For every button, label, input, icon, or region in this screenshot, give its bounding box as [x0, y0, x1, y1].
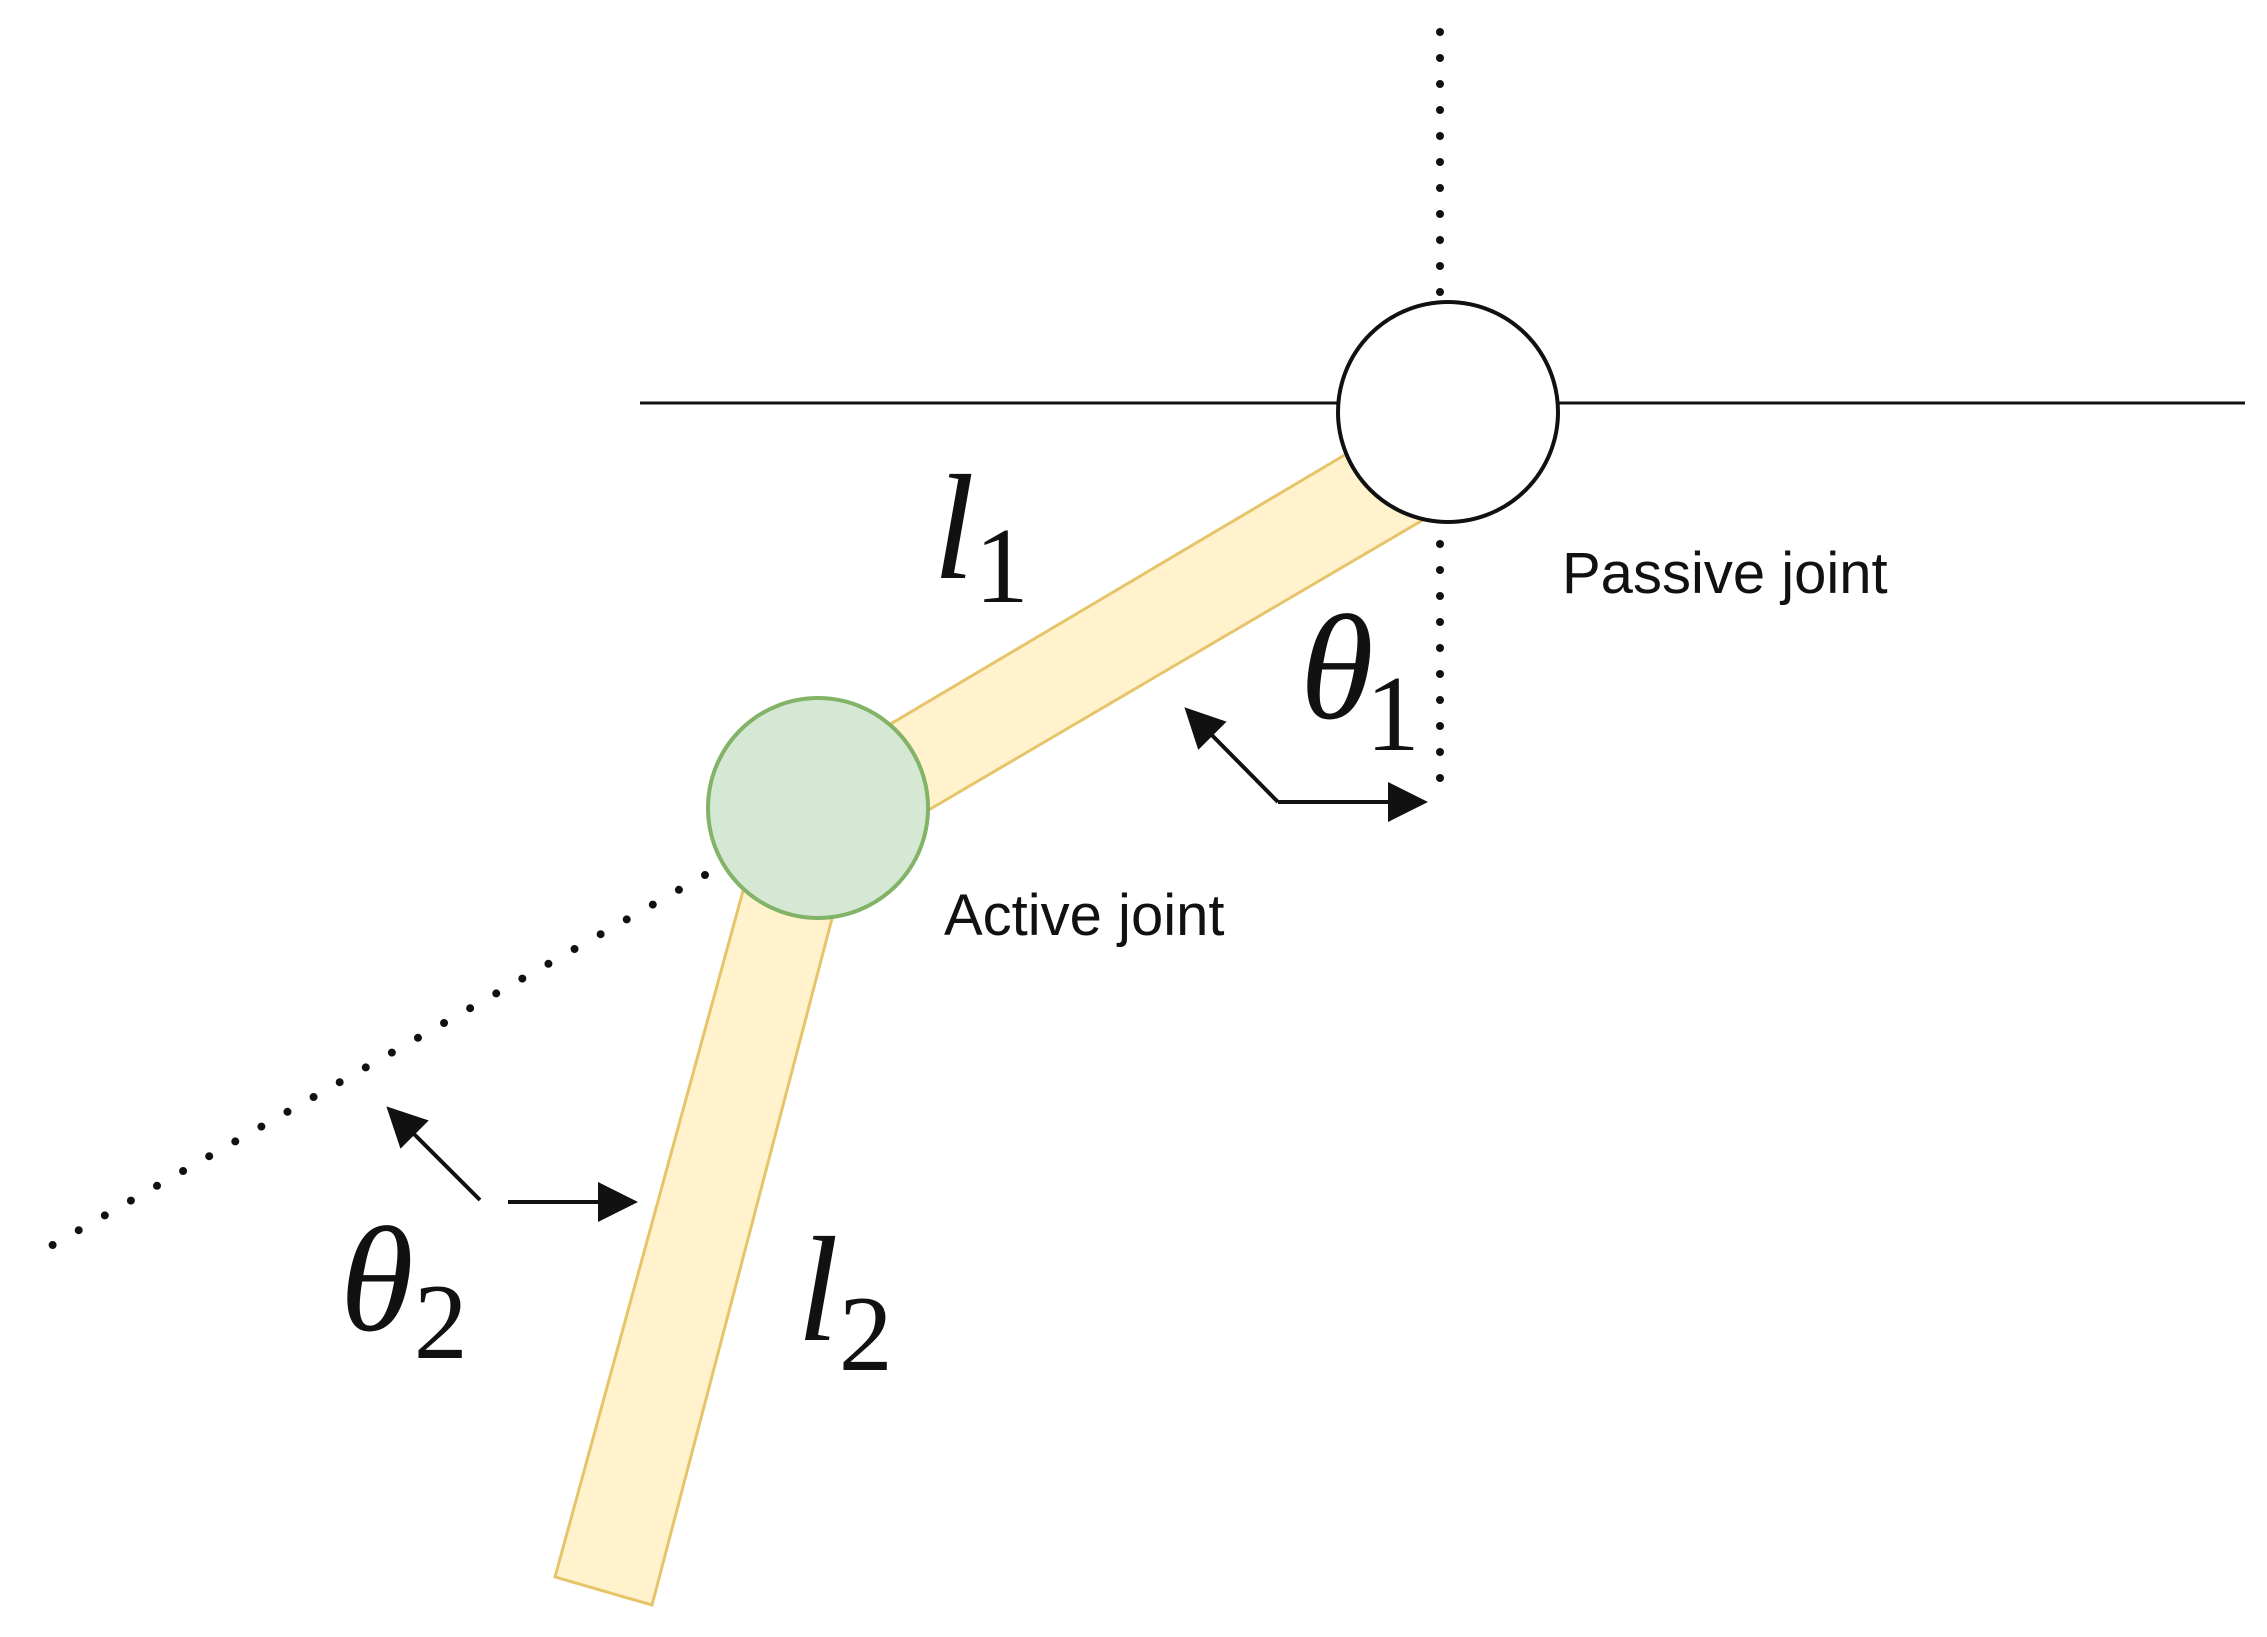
link1-symbol-label: l1	[933, 445, 1029, 626]
link2-subscript: 2	[839, 1275, 893, 1394]
theta2-symbol-label: θ2	[340, 1197, 468, 1382]
theta2-arrow-up	[386, 1106, 482, 1202]
link1-symbol: l	[933, 445, 975, 611]
active-joint-label: Active joint	[944, 883, 1224, 948]
active-joint	[706, 696, 930, 920]
link-2	[553, 878, 836, 1607]
theta1-symbol-label: θ1	[1300, 585, 1420, 774]
link2-symbol-label: l2	[797, 1207, 893, 1394]
link1-subscript: 1	[975, 507, 1029, 626]
theta1-subscript: 1	[1366, 655, 1420, 774]
theta1-arrow-up	[1184, 707, 1280, 804]
theta1-symbol: θ	[1300, 585, 1374, 751]
passive-joint	[1336, 300, 1560, 524]
passive-joint-label: Passive joint	[1562, 541, 1888, 606]
theta2-subscript: 2	[414, 1263, 468, 1382]
theta2-symbol: θ	[340, 1197, 414, 1363]
link2-symbol: l	[797, 1207, 839, 1373]
